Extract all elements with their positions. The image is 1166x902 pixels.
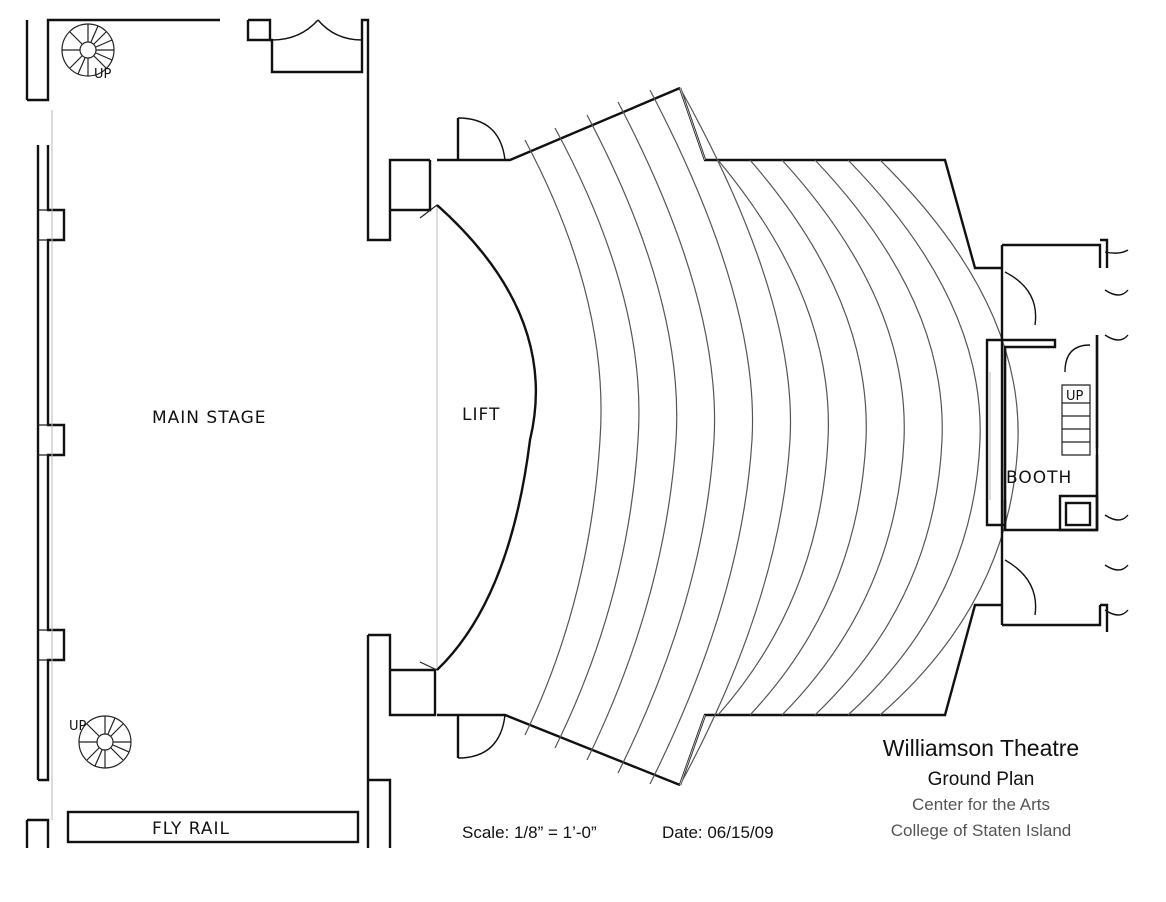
stage-house-walls [25, 18, 438, 848]
booth-area: UP [985, 238, 1129, 632]
booth-label: BOOTH [1006, 468, 1072, 488]
spiral-stair-top: UP [61, 23, 115, 82]
main-stage-label: MAIN STAGE [152, 408, 267, 428]
drawing-title: Williamson Theatre [883, 735, 1079, 761]
date-note: Date: 06/15/09 [662, 823, 774, 842]
lift-label: LIFT [462, 405, 500, 425]
fly-rail [66, 810, 360, 844]
organization-name: Center for the Arts [912, 795, 1050, 814]
stage-doors-top [271, 19, 363, 72]
stair-up-label-top: UP [94, 67, 112, 82]
title-block: Williamson Theatre Ground Plan Center fo… [462, 735, 1079, 842]
college-name: College of Staten Island [891, 821, 1072, 840]
scale-note: Scale: 1/8” = 1’-0” [462, 823, 597, 842]
booth-stairs: UP [1061, 384, 1091, 456]
fly-rail-label: FLY RAIL [152, 819, 230, 839]
house-outline [436, 86, 1002, 787]
booth-stair-up-label: UP [1066, 389, 1084, 404]
spiral-stair-bottom: UP [69, 715, 132, 769]
drawing-subtitle: Ground Plan [928, 769, 1035, 790]
seating-rows [524, 87, 1019, 786]
stair-up-label-bottom: UP [69, 719, 87, 734]
